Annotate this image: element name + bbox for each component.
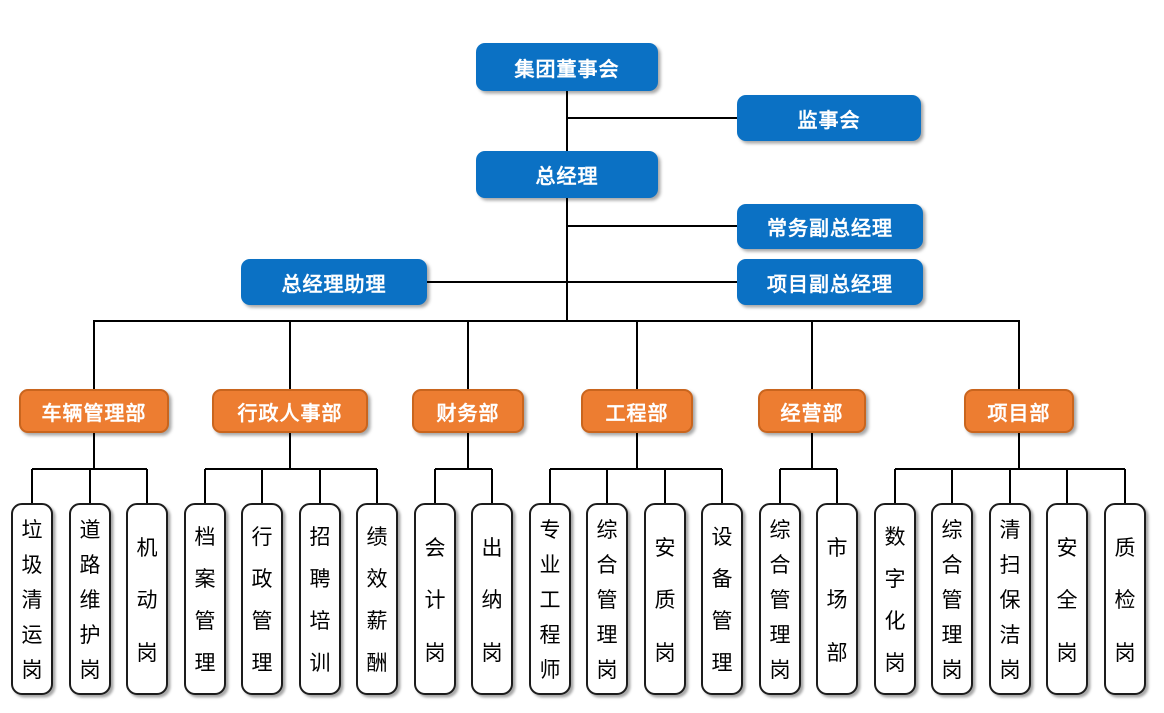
connector-line [549, 469, 551, 503]
position-node: 市场部 [816, 503, 858, 695]
connector-line [289, 320, 291, 389]
connector-line [435, 468, 492, 470]
position-label: 招聘培训 [309, 526, 331, 675]
position-node: 垃圾清运岗 [11, 503, 53, 695]
connector-line [779, 469, 781, 503]
position-label: 道路维护岗 [79, 519, 101, 682]
connector-line [836, 469, 838, 503]
position-label: 行政管理 [251, 526, 273, 675]
connector-line [204, 469, 206, 503]
node-supervisory: 监事会 [737, 95, 921, 141]
position-label: 设备管理 [711, 526, 733, 675]
connector-line [467, 320, 469, 389]
position-label: 出纳岗 [481, 536, 503, 665]
connector-line [566, 91, 568, 151]
position-label: 会计岗 [424, 536, 446, 665]
node-dept-project: 项目部 [964, 389, 1074, 433]
connector-line [951, 469, 953, 503]
position-node: 清扫保洁岗 [989, 503, 1031, 695]
position-node: 数字化岗 [874, 503, 916, 695]
position-label: 安质岗 [654, 536, 676, 665]
position-node: 出纳岗 [471, 503, 513, 695]
position-label: 机动岗 [136, 536, 158, 665]
position-node: 招聘培训 [299, 503, 341, 695]
connector-line [146, 469, 148, 503]
node-gm-assistant: 总经理助理 [241, 259, 427, 305]
connector-line [94, 320, 1020, 322]
connector-line [567, 117, 737, 119]
position-label: 档案管理 [194, 526, 216, 675]
connector-line [606, 469, 608, 503]
connector-line [491, 469, 493, 503]
position-label: 市场部 [826, 536, 848, 665]
position-node: 行政管理 [241, 503, 283, 695]
connector-line [811, 433, 813, 469]
connector-line [895, 468, 1125, 470]
position-node: 质检岗 [1104, 503, 1146, 695]
position-node: 安全岗 [1046, 503, 1088, 695]
connector-line [205, 468, 377, 470]
connector-line [780, 468, 837, 470]
position-label: 绩效薪酬 [366, 526, 388, 675]
node-dept-operations: 经营部 [758, 389, 866, 433]
connector-line [31, 469, 33, 503]
connector-line [1018, 433, 1020, 469]
position-label: 综合管理岗 [941, 519, 963, 682]
position-node: 综合管理岗 [586, 503, 628, 695]
connector-line [261, 469, 263, 503]
connector-line [93, 320, 95, 389]
position-label: 综合管理岗 [596, 519, 618, 682]
position-node: 道路维护岗 [69, 503, 111, 695]
position-label: 专业工程师 [539, 519, 561, 682]
connector-line [467, 433, 469, 469]
connector-line [566, 198, 568, 321]
position-node: 机动岗 [126, 503, 168, 695]
connector-line [289, 433, 291, 469]
connector-line [434, 469, 436, 503]
position-node: 综合管理岗 [931, 503, 973, 695]
connector-line [1018, 320, 1020, 389]
position-label: 清扫保洁岗 [999, 519, 1021, 682]
position-label: 质检岗 [1114, 536, 1136, 665]
position-node: 安质岗 [644, 503, 686, 695]
connector-line [1066, 469, 1068, 503]
connector-line [427, 281, 737, 283]
connector-line [567, 225, 737, 227]
connector-line [376, 469, 378, 503]
position-node: 绩效薪酬 [356, 503, 398, 695]
connector-line [721, 469, 723, 503]
connector-line [32, 468, 147, 470]
connector-line [1124, 469, 1126, 503]
node-dept-admin-hr: 行政人事部 [212, 389, 368, 433]
position-label: 安全岗 [1056, 536, 1078, 665]
node-exec-vice-gm: 常务副总经理 [737, 204, 923, 249]
position-node: 专业工程师 [529, 503, 571, 695]
position-label: 数字化岗 [884, 526, 906, 675]
node-general-manager: 总经理 [476, 151, 658, 198]
connector-line [811, 320, 813, 389]
position-node: 设备管理 [701, 503, 743, 695]
connector-line [636, 433, 638, 469]
connector-line [550, 468, 722, 470]
position-label: 综合管理岗 [769, 519, 791, 682]
node-board: 集团董事会 [476, 43, 658, 91]
node-dept-vehicle: 车辆管理部 [19, 389, 169, 433]
node-project-vice-gm: 项目副总经理 [737, 259, 923, 305]
position-node: 档案管理 [184, 503, 226, 695]
connector-line [93, 433, 95, 469]
connector-line [664, 469, 666, 503]
position-node: 综合管理岗 [759, 503, 801, 695]
connector-line [319, 469, 321, 503]
connector-line [1009, 469, 1011, 503]
node-dept-finance: 财务部 [412, 389, 524, 433]
position-label: 垃圾清运岗 [21, 519, 43, 682]
connector-line [894, 469, 896, 503]
node-dept-engineering: 工程部 [581, 389, 693, 433]
connector-line [636, 320, 638, 389]
connector-line [89, 469, 91, 503]
position-node: 会计岗 [414, 503, 456, 695]
